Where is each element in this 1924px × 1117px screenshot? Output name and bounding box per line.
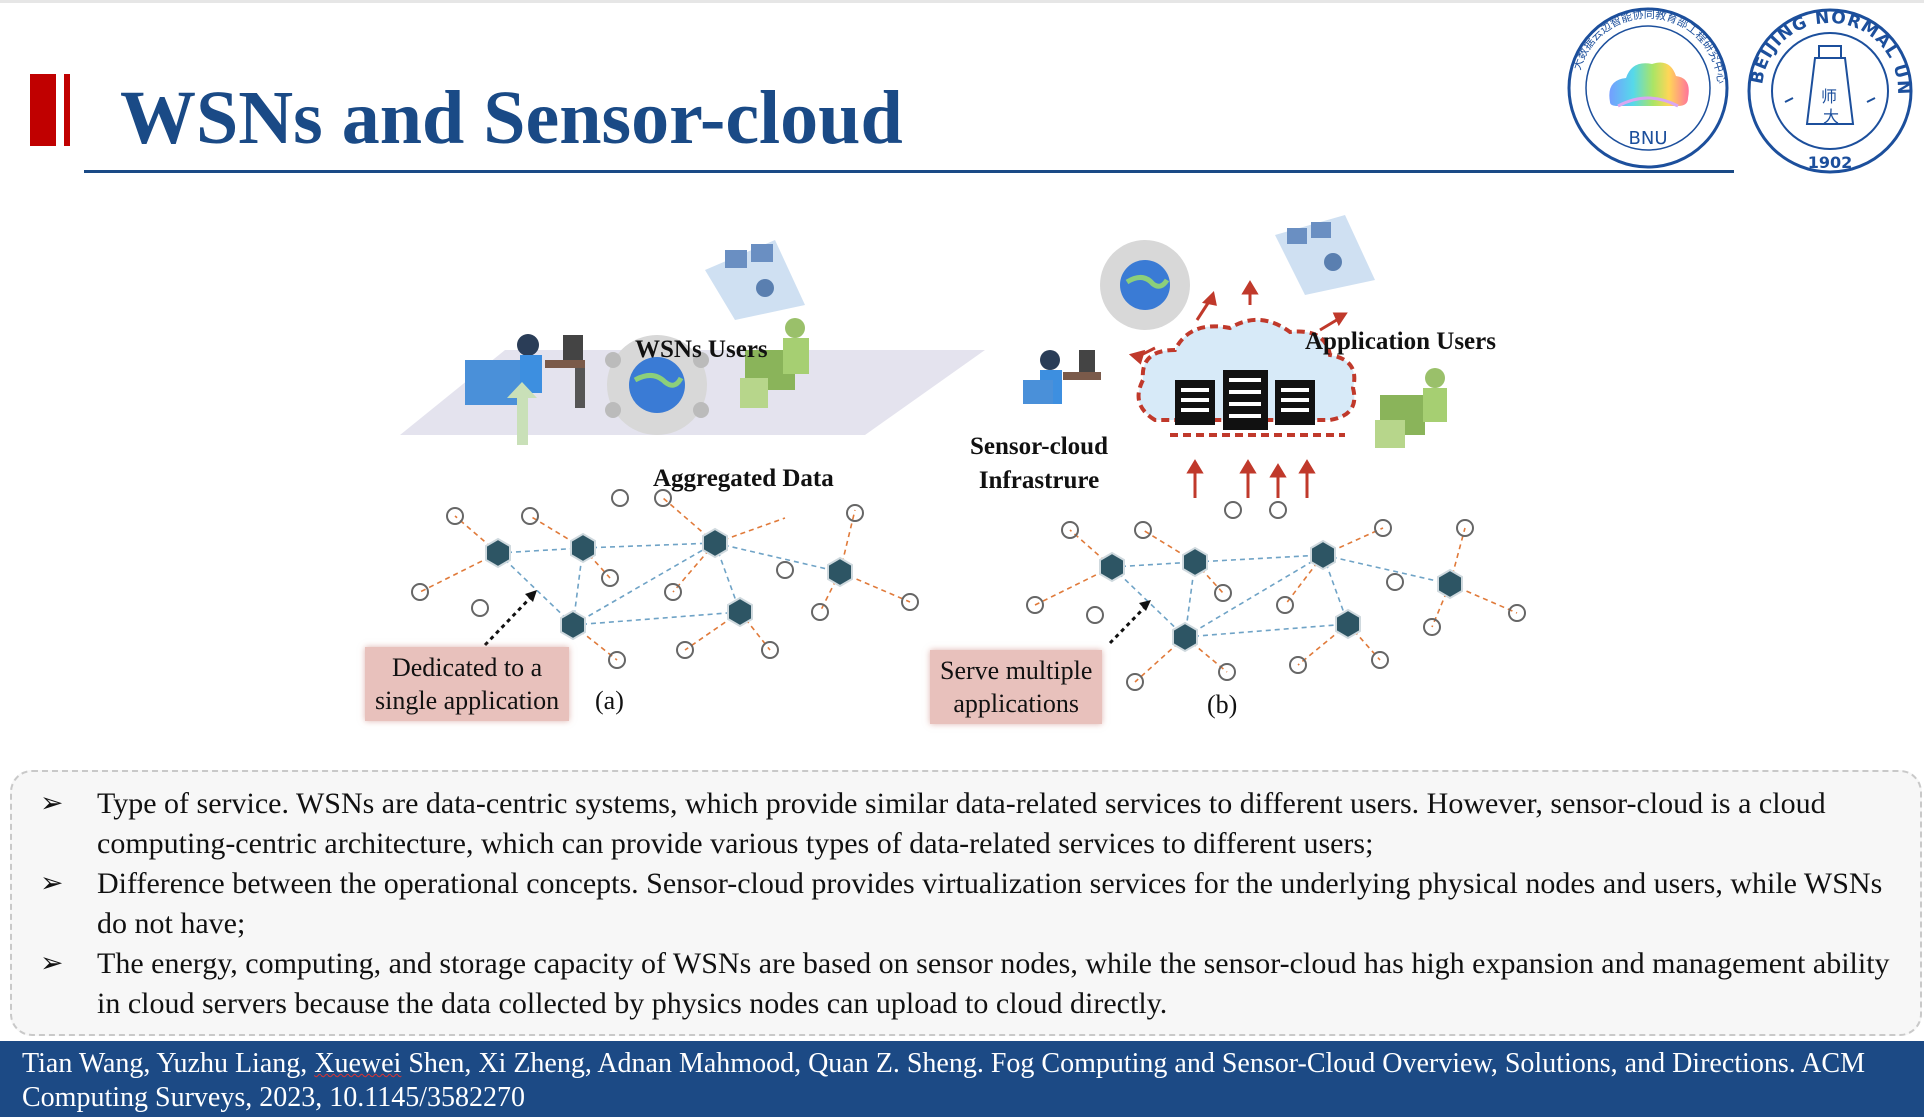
network-b-sensor-nodes [1026,501,1526,691]
aggregated-data-label: Aggregated Data [653,465,834,492]
application-user-green-icon [1375,368,1447,448]
citation-marked-author: Xuewei [314,1048,402,1079]
figure-drawing [400,215,1526,691]
title-accent-bar-thin [64,74,70,146]
bullet-arrow-1: ➢ [40,788,64,819]
caption-a: (a) [595,686,624,715]
citation-authors-start: Tian Wang, Yuzhu Liang, [22,1048,315,1079]
globe-users-icon [605,335,709,435]
network-a-sensor-nodes [411,489,919,669]
left-logo-caption: BNU [1629,128,1668,149]
bullet-capacity: The energy, computing, and storage capac… [97,947,1890,1020]
callout-serve-line2: applications [953,689,1079,718]
sensor-cloud-infrastructure-label: Sensor-cloud Infrastrure [970,430,1108,498]
citation-text: Tian Wang, Yuzhu Liang, Xuewei Shen, Xi … [22,1047,1882,1115]
callout-dedicated: Dedicated to a single application [365,647,570,721]
network-a-cluster-heads [485,527,853,641]
callout-serve-line1: Serve multiple [940,656,1093,685]
cloud-server-icon [1136,317,1357,437]
sensor-cloud-label-line2: Infrastrure [978,467,1100,494]
caption-b: (b) [1207,690,1238,719]
bullet-arrow-3: ➢ [40,948,64,979]
seal-char-2: 大 [1823,107,1839,126]
bullet-arrow-2: ➢ [40,868,64,899]
citation-footer [0,1041,1924,1117]
title-underline [84,170,1734,173]
bullet-operational-concepts: Difference between the operational conce… [97,867,1883,940]
network-b-cluster-heads [1099,539,1463,653]
aggregated-arrow [507,382,537,445]
user-green-icon [740,318,809,408]
seal-char-1: 师 [1821,87,1837,106]
sensor-cloud-label-line1: Sensor-cloud [970,433,1108,460]
slide-title: WSNs and Sensor-cloud [120,76,903,160]
bnu-university-logo: BEIJING NORMAL UNIVERSITY 1902 师 大 [1745,6,1915,176]
callout-serve-multiple: Serve multiple applications [930,650,1103,724]
engineering-center-logo: 大数据云边智能协同教育部工程研究中心 BNU [1566,6,1730,170]
comparison-bullets-box: ➢ Type of service. WSNs are data-centric… [10,770,1922,1036]
callout-dedicated-line1: Dedicated to a [391,653,543,682]
top-divider [0,0,1924,3]
cloud-arrows [1128,280,1348,498]
callout-b-pointer [1108,603,1149,645]
title-accent-bar [30,74,56,146]
globe-users-icon-b [1100,240,1190,330]
bullet-type-of-service: Type of service. WSNs are data-centric s… [97,787,1826,860]
wsn-vs-sensor-cloud-figure: WSNs Users Aggregated Data Dedicated to … [365,210,1545,740]
wsns-users-label: WSNs Users [635,336,768,363]
application-users-label: Application Users [1305,328,1496,355]
sensor-cloud-user-icon [1023,350,1101,404]
right-logo-year: 1902 [1808,153,1853,172]
user-desk-icon [465,334,585,408]
callout-dedicated-line2: single application [375,686,560,715]
citation-rest: Shen, Xi Zheng, Adnan Mahmood, Quan Z. S… [22,1048,1865,1113]
callout-a-pointer [483,593,535,647]
operator-workstation-icon-b [1275,215,1375,295]
operator-workstation-icon [705,240,805,320]
